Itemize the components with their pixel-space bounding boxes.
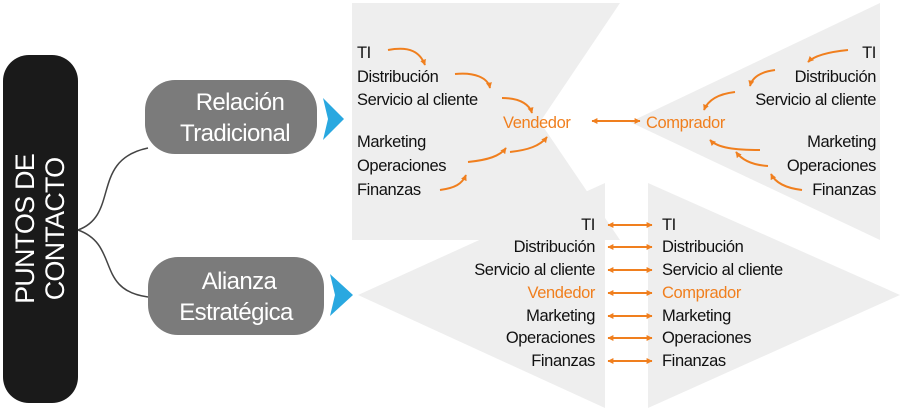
rt-buyer-arrow-ti	[807, 49, 849, 63]
side-label-line1: PUNTOS DE	[10, 154, 40, 304]
pointer-alianza	[330, 274, 353, 316]
pill-relacion	[145, 80, 317, 154]
rt-buyer-operaciones: Operaciones	[787, 157, 876, 175]
ae-left-ti: TI	[581, 216, 595, 234]
pointer-relacion	[323, 98, 344, 140]
ae-right-marketing: Marketing	[662, 307, 731, 325]
vendor-panel-bottom	[358, 183, 605, 408]
ae-right-ti: TI	[662, 216, 676, 234]
connector-alianza	[77, 229, 149, 298]
rt-buyer-distribucion: Distribución	[795, 68, 877, 86]
connector-relacion	[77, 147, 149, 231]
rt-buyer-servicio: Servicio al cliente	[755, 91, 876, 109]
ae-left-marketing: Marketing	[526, 307, 595, 325]
ae-left-vendedor: Vendedor	[528, 284, 596, 302]
relacion-title-2: Tradicional	[180, 120, 290, 147]
rt-vendor-distribucion: Distribución	[357, 68, 439, 86]
rt-vendor-servicio: Servicio al cliente	[357, 91, 478, 109]
ae-right-labels: TI Distribución Servicio al cliente Comp…	[662, 216, 783, 370]
ae-left-servicio: Servicio al cliente	[474, 261, 595, 279]
side-label-box	[3, 55, 78, 403]
rt-buyer-arrow-operaciones	[735, 151, 769, 167]
rt-vendor-marketing: Marketing	[357, 133, 426, 151]
rt-buyer-arrow-finanzas	[770, 173, 803, 191]
rt-comprador: Comprador	[646, 114, 726, 132]
rt-arrow-marketing	[509, 136, 548, 153]
alianza-title-2: Estratégica	[179, 299, 294, 326]
rt-vendor-finanzas: Finanzas	[357, 181, 421, 199]
rt-buyer-marketing: Marketing	[807, 133, 876, 151]
rt-buyer-ti: TI	[862, 44, 876, 62]
buyer-panel-top	[630, 3, 880, 240]
rt-buyer-arrow-distribucion	[748, 69, 776, 87]
rt-arrow-finanzas	[439, 174, 467, 191]
ae-right-comprador: Comprador	[662, 284, 742, 302]
alianza-title-1: Alianza	[202, 268, 278, 295]
rt-buyer-arrow-servicio	[703, 91, 736, 111]
relacion-title-1: Relación	[196, 89, 285, 116]
rt-arrow-servicio	[501, 97, 534, 114]
ae-left-labels: TI Distribución Servicio al cliente Vend…	[474, 216, 596, 370]
side-label-line2: CONTACTO	[40, 158, 70, 301]
ae-left-operaciones: Operaciones	[506, 329, 595, 347]
rt-arrow-distribucion	[454, 72, 492, 89]
ae-left-finanzas: Finanzas	[531, 352, 595, 370]
rt-arrow-operaciones	[467, 147, 507, 163]
ae-right-finanzas: Finanzas	[662, 352, 726, 370]
pill-alianza	[148, 257, 324, 335]
ae-right-servicio: Servicio al cliente	[662, 261, 783, 279]
rt-buyer-finanzas: Finanzas	[812, 181, 876, 199]
rt-vendedor: Vendedor	[503, 114, 571, 132]
buyer-panel-bottom	[648, 183, 900, 408]
ae-right-operaciones: Operaciones	[662, 329, 751, 347]
rt-buyer-arrow-marketing	[709, 139, 761, 151]
rt-vendor-ti: TI	[357, 44, 371, 62]
vendor-panel-top	[352, 3, 620, 240]
ae-left-distribucion: Distribución	[514, 238, 596, 256]
rt-vendor-operaciones: Operaciones	[357, 157, 446, 175]
ae-right-distribucion: Distribución	[662, 238, 744, 256]
rt-arrow-ti	[387, 47, 426, 66]
